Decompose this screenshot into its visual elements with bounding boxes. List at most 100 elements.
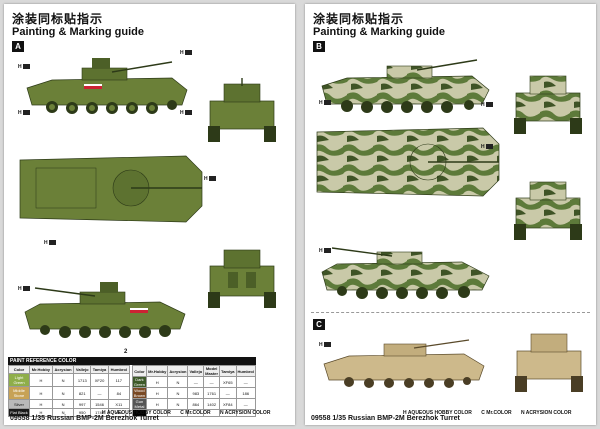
paint-table-right: Color Mr.Hobby Acrysion Vallejo Model Ma… (131, 365, 257, 417)
table-cell: 117 (107, 373, 130, 388)
callout-letter: H (18, 64, 22, 70)
callout-label: H (319, 248, 331, 254)
color-swatch (131, 409, 148, 417)
paint-table-header: PAINT REFERENCE COLOR (8, 357, 256, 365)
table-cell: N (51, 386, 75, 401)
table-cell: H (29, 386, 53, 401)
table-row: Middle Stone H N 821 — 84 (8, 386, 130, 401)
camo-top-view (316, 127, 500, 197)
section-c-badge: C (313, 319, 325, 330)
col-header: Acrysion (51, 364, 75, 375)
camo-rear-view (514, 181, 582, 240)
col-header: Vallejo (187, 365, 205, 377)
col-header: Mr.Hobby (29, 364, 53, 375)
legend-aqueous: H AQUEOUS HOBBY COLOR (403, 410, 472, 416)
title-chinese: 涂装同标贴指示 (12, 12, 104, 26)
col-header: Mr.Hobby (146, 365, 169, 377)
callout-label: H (481, 144, 493, 150)
callout-letter: H (180, 110, 184, 116)
table-cell: 1402 (203, 398, 221, 410)
callout-label: H (44, 240, 56, 246)
section-b-badge: B (313, 41, 325, 52)
page-number: 2 (124, 349, 128, 355)
col-header: Humbrol (235, 365, 257, 377)
callout-letter: H (319, 100, 323, 106)
color-swatch: Light Green (8, 373, 30, 388)
callout-label: H (481, 102, 493, 108)
table-cell: 186 (235, 387, 257, 399)
table-cell: XF84 (219, 398, 237, 410)
callout-label: H (18, 286, 30, 292)
table-row (131, 409, 257, 417)
table-cell: 1713 (73, 373, 92, 388)
front-view-vehicle (208, 78, 276, 142)
title-chinese: 涂装同标贴指示 (313, 12, 405, 26)
callout-letter: H (319, 342, 323, 348)
callout-letter: H (44, 240, 48, 246)
callout-label: H (18, 64, 30, 70)
color-swatch: Middle Stone (8, 386, 30, 401)
right-sheet: 涂装同标贴指示 Painting & Marking guide B (305, 4, 596, 425)
table-cell: N (167, 398, 189, 410)
table-cell: XF20 (90, 373, 109, 388)
callout-letter: H (481, 102, 485, 108)
table-cell: N (167, 387, 189, 399)
table-cell: — (90, 386, 109, 401)
table-cell: 997 (73, 399, 92, 409)
callout-letter: H (18, 286, 22, 292)
tan-side-view (323, 339, 485, 388)
rear-view-vehicle (208, 249, 276, 308)
legend-acrysion: N ACRYSION COLOR (520, 410, 572, 416)
table-row: Gun Metal H N 864 1402 XF84 — (131, 398, 257, 410)
col-header: Acrysion (167, 365, 189, 377)
table-cell: — (235, 398, 257, 410)
callout-letter: H (18, 110, 22, 116)
callout-letter: H (319, 248, 323, 254)
top-view-vehicle (19, 155, 203, 223)
title-english: Painting & Marking guide (12, 26, 145, 38)
table-cell: — (203, 376, 221, 388)
camo-side-view-bottom (321, 247, 490, 299)
camo-side-view-top (321, 59, 490, 113)
table-cell: H (146, 376, 169, 388)
table-cell: 983 (187, 387, 205, 399)
col-header: Tamiya (90, 364, 109, 375)
table-cell: 821 (73, 386, 92, 401)
legend-mrcolor: C Mr.COLOR (481, 410, 512, 416)
paint-reference-table: PAINT REFERENCE COLOR Color Mr.Hobby Acr… (8, 357, 257, 418)
col-header: Model Master (203, 365, 221, 377)
table-cell: 1546 (90, 399, 109, 409)
col-header: Humbrol (107, 364, 130, 375)
table-cell: — (235, 376, 257, 388)
table-cell: H (29, 399, 53, 409)
callout-label: H (319, 342, 331, 348)
callout-label: H (18, 110, 30, 116)
table-cell (235, 409, 257, 417)
table-cell: H (29, 373, 53, 388)
callout-label: H (180, 50, 192, 56)
left-sheet: 涂装同标贴指示 Painting & Marking guide A (4, 4, 295, 425)
color-legend: H AQUEOUS HOBBY COLOR C Mr.COLOR N ACRYS… (395, 410, 571, 416)
table-cell: X11 (107, 399, 130, 409)
title-english: Painting & Marking guide (313, 26, 446, 38)
table-cell: XF65 (219, 376, 237, 388)
table-row: Silver H N 997 1546 X11 (8, 399, 130, 409)
table-cell: — (219, 387, 237, 399)
table-cell: 864 (187, 398, 205, 410)
table-cell (146, 409, 169, 417)
table-cell: N (167, 376, 189, 388)
callout-label: H (319, 100, 331, 106)
col-header: Color (8, 364, 30, 375)
section-divider (311, 312, 590, 313)
camo-front-view (514, 75, 582, 134)
paint-table-left: Color Mr.Hobby Acrysion Vallejo Tamiya H… (8, 364, 130, 418)
table-cell: H (29, 407, 53, 418)
table-row: Dark Green H N — — XF65 — (131, 376, 257, 388)
legend-aqueous: H AQUEOUS HOBBY COLOR (102, 410, 171, 416)
table-cell: 950 (73, 407, 92, 418)
table-row: Wood Brown H N 983 1761 — 186 (131, 387, 257, 399)
footer-product-title: 09558 1/35 Russian BMP-2M Berezhok Turre… (10, 415, 159, 422)
legend-mrcolor: C Mr.COLOR (180, 410, 211, 416)
table-cell: — (187, 376, 205, 388)
table-cell: H (146, 387, 169, 399)
